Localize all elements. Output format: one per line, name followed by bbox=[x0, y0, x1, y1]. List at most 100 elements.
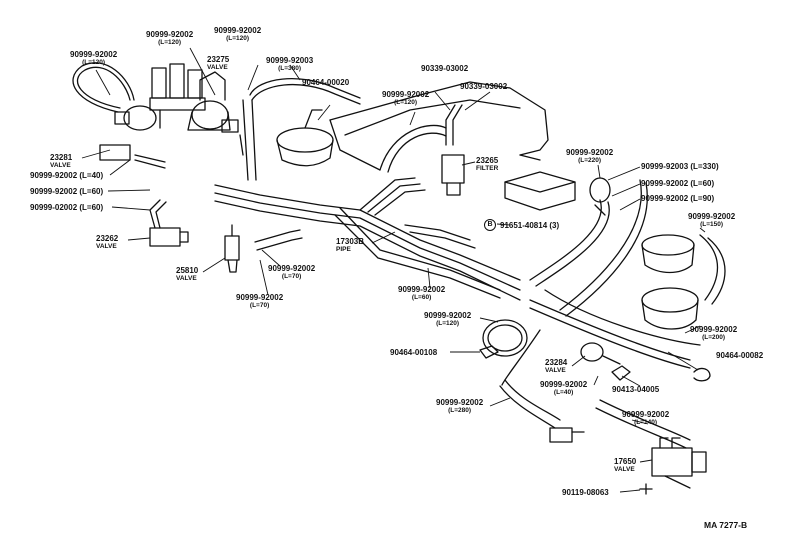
callout-14-spec: (L=220) bbox=[578, 157, 602, 164]
callout-13-part: 23265 bbox=[476, 156, 499, 165]
callout-36-part: 90119-08063 bbox=[562, 488, 609, 497]
hose-l140 bbox=[595, 399, 691, 449]
clamp-90464-00108 bbox=[479, 345, 499, 359]
callout-0: 90999-92002(L=120) bbox=[70, 50, 117, 66]
callout-34: 90999-92002(L=140) bbox=[622, 410, 669, 426]
callout-32: 90413-04005 bbox=[612, 385, 659, 394]
callout-29-part: 23284 bbox=[545, 358, 568, 367]
callout-16-part: 90999-92002 (L=60) bbox=[641, 179, 715, 188]
vacuum-actuator-top bbox=[276, 109, 334, 167]
callout-33-spec: (L=280) bbox=[448, 407, 472, 414]
callout-1-spec: (L=120) bbox=[158, 39, 182, 46]
callout-11-part: 90999-92002 (L=60) bbox=[30, 187, 104, 196]
callout-27-part: 90999-92002 bbox=[690, 325, 738, 334]
callout-3-spec: VALVE bbox=[207, 64, 228, 71]
callout-8-part: 90339-03002 bbox=[460, 82, 508, 91]
callout-31-spec: (L=40) bbox=[553, 389, 574, 396]
callout-20-spec: PIPE bbox=[336, 246, 351, 253]
pipe-bundle-17303b bbox=[214, 177, 521, 301]
callout-24: 90999-92002(L=70) bbox=[236, 293, 283, 309]
callout-2: 90999-92002(L=120) bbox=[214, 26, 261, 42]
callout-20-part: 17303B bbox=[336, 237, 365, 246]
callout-35-spec: VALVE bbox=[614, 466, 635, 473]
callout-30-part: 90464-00082 bbox=[716, 351, 764, 360]
callout-15: 90999-92003 (L=330) bbox=[641, 162, 719, 171]
callout-25-part: 90999-92002 bbox=[398, 285, 446, 294]
valve-23262 bbox=[149, 199, 189, 247]
valve-lower-middle bbox=[549, 427, 585, 443]
bolt-90119-08063 bbox=[639, 483, 653, 495]
callout-12: 90999-02002 (L=60) bbox=[30, 203, 103, 212]
actuator-right-lower bbox=[641, 287, 699, 330]
callout-0-part: 90999-92002 bbox=[70, 50, 118, 59]
callout-18: 90999-92002(L=150) bbox=[688, 212, 735, 228]
callout-25-spec: (L=60) bbox=[411, 294, 432, 301]
callout-31: 90999-92002(L=40) bbox=[540, 380, 587, 396]
callout-7-spec: (L=120) bbox=[394, 99, 418, 106]
actuator-right-upper bbox=[641, 234, 695, 274]
callout-9-part: 23281 bbox=[50, 153, 73, 162]
callout-5-part: 90464-00020 bbox=[302, 78, 350, 87]
callout-23-part: 90999-92002 bbox=[268, 264, 316, 273]
engine-cover-outline bbox=[329, 81, 549, 171]
marker-b-text: B bbox=[487, 221, 493, 228]
callout-9-spec: VALVE bbox=[50, 162, 71, 169]
callout-26-spec: (L=120) bbox=[436, 320, 460, 327]
hose-loop-top-left bbox=[72, 62, 135, 113]
callout-21: 91651-40814 (3) bbox=[500, 221, 559, 230]
hose-ring-l120 bbox=[482, 319, 528, 357]
callout-21-part: 91651-40814 (3) bbox=[500, 221, 560, 230]
figure-reference: MA 7277-B bbox=[704, 520, 748, 530]
hose-l70 bbox=[254, 229, 303, 251]
callout-0-spec: (L=120) bbox=[82, 59, 106, 66]
callout-14-part: 90999-92002 bbox=[566, 148, 614, 157]
callout-14: 90999-92002(L=220) bbox=[566, 148, 613, 164]
filter-23265 bbox=[379, 104, 465, 196]
callout-19-spec: VALVE bbox=[96, 243, 117, 250]
callout-22-spec: VALVE bbox=[176, 275, 197, 282]
callout-27-spec: (L=200) bbox=[702, 334, 726, 341]
callout-1: 90999-92002(L=120) bbox=[146, 30, 193, 46]
callout-27: 90999-92002(L=200) bbox=[690, 325, 737, 341]
distributor-cap bbox=[149, 63, 206, 129]
air-cleaner bbox=[504, 171, 576, 211]
clamp-90464-00082 bbox=[693, 367, 711, 382]
callout-8: 90339-03002 bbox=[460, 82, 507, 91]
valve-23281 bbox=[99, 105, 166, 169]
callout-10-part: 90999-92002 (L=40) bbox=[30, 171, 104, 180]
hose-l280 bbox=[499, 329, 561, 429]
callout-5: 90464-00020 bbox=[302, 78, 349, 87]
callout-32-part: 90413-04005 bbox=[612, 385, 660, 394]
callout-28-part: 90464-00108 bbox=[390, 348, 438, 357]
callout-7: 90999-92002(L=120) bbox=[382, 90, 429, 106]
callout-2-part: 90999-92002 bbox=[214, 26, 262, 35]
valve-23284 bbox=[580, 342, 621, 365]
callout-22-part: 25810 bbox=[176, 266, 199, 275]
hose-l380 bbox=[242, 78, 361, 181]
callout-24-spec: (L=70) bbox=[249, 302, 270, 309]
callout-19-part: 23262 bbox=[96, 234, 119, 243]
callout-26: 90999-92002(L=120) bbox=[424, 311, 471, 327]
callout-6-part: 90339-03002 bbox=[421, 64, 469, 73]
callout-7-part: 90999-92002 bbox=[382, 90, 430, 99]
callout-6: 90339-03002 bbox=[421, 64, 468, 73]
callout-4: 90999-92003(L=380) bbox=[266, 56, 313, 72]
callout-33: 90999-92002(L=280) bbox=[436, 398, 483, 414]
leader-lines bbox=[81, 47, 706, 493]
callout-24-part: 90999-92002 bbox=[236, 293, 284, 302]
callout-35-part: 17650 bbox=[614, 457, 637, 466]
callout-25: 90999-92002(L=60) bbox=[398, 285, 445, 301]
callout-4-spec: (L=380) bbox=[278, 65, 302, 72]
valve-23275 bbox=[187, 71, 244, 156]
callout-18-spec: (L=150) bbox=[700, 221, 724, 228]
callout-18-part: 90999-92002 bbox=[688, 212, 736, 221]
callout-33-part: 90999-92002 bbox=[436, 398, 484, 407]
marker-b: B bbox=[484, 219, 496, 231]
